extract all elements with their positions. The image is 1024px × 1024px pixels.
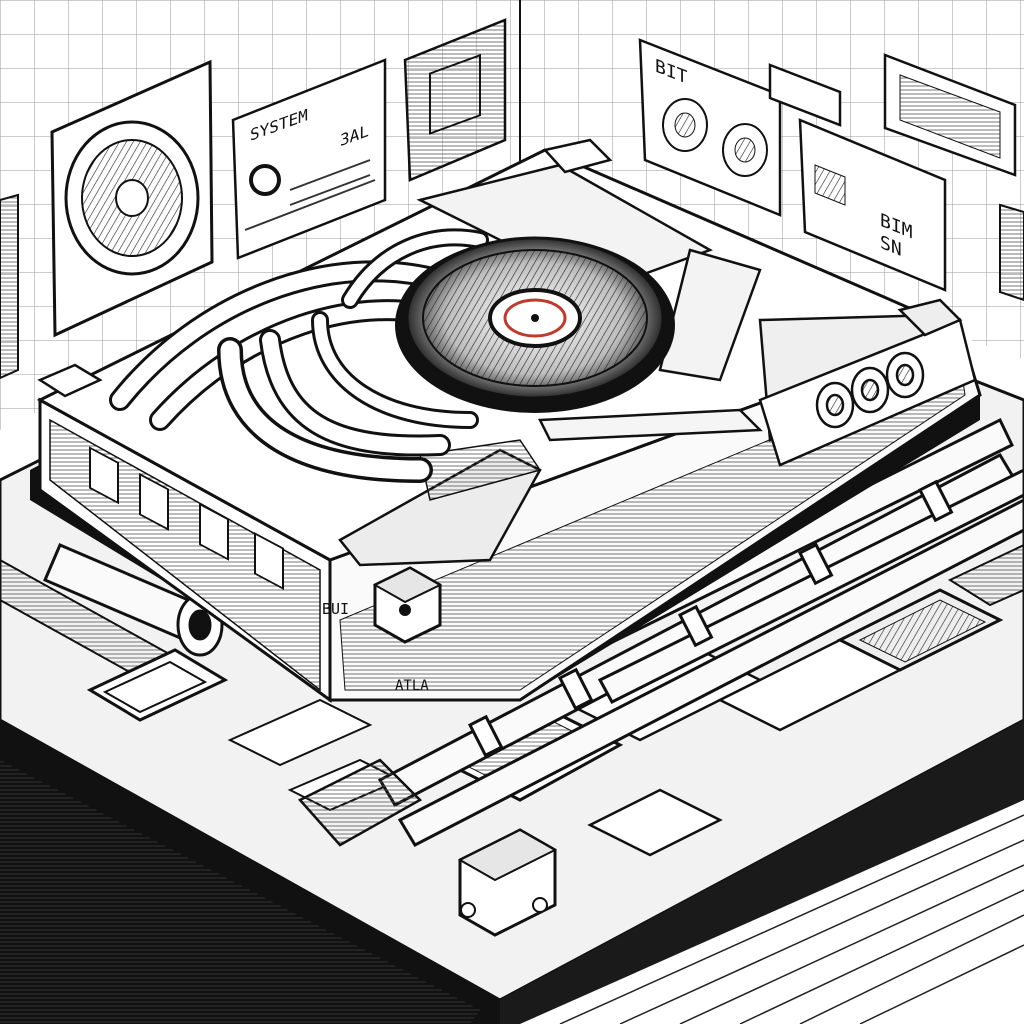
card-base-mark: ATLA (395, 678, 429, 694)
corner-bolt-block: BUI ATLA (322, 566, 443, 694)
wall-panel-far-right (883, 53, 1024, 302)
wall-panel-right: BIM SN (798, 118, 947, 292)
wall-panel-left: SYSTEM 3AL (231, 58, 387, 260)
connector-block (297, 758, 558, 937)
wall-panel-small (768, 63, 842, 127)
graphics-card: BUI ATLA (30, 138, 982, 703)
card-front-mark: BUI (322, 600, 349, 618)
io-bracket (758, 298, 977, 467)
cooling-fan (395, 236, 675, 413)
panel-right-subtitle: SN (880, 232, 902, 261)
wall-edge-panel (0, 193, 19, 380)
floor-pipes (43, 417, 1024, 847)
wall-panel-circuit-left (403, 18, 507, 182)
corner-cap-left (37, 363, 103, 398)
wall-panel-top: BIT (638, 38, 782, 217)
corner-cap-back (542, 138, 613, 174)
wall-fan-panel (50, 59, 214, 338)
